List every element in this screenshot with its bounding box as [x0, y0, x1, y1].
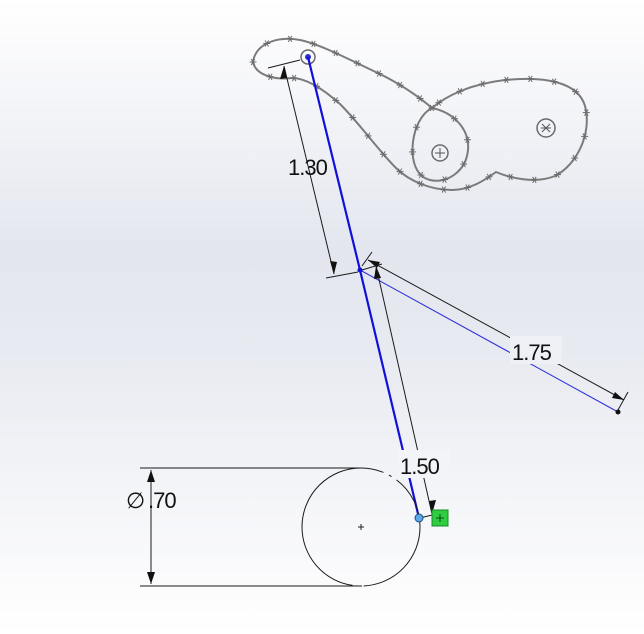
- pivot-right[interactable]: [536, 118, 556, 138]
- crank-circle[interactable]: [301, 467, 421, 587]
- trace-point-marker: [309, 40, 317, 48]
- dimension-label-1-30[interactable]: 1.30: [288, 155, 329, 180]
- trace-point-marker: [364, 132, 372, 140]
- trace-point-marker: [409, 148, 417, 156]
- trace-point-marker: [417, 180, 425, 188]
- trace-point-marker: [441, 176, 449, 183]
- trace-point-marker: [349, 114, 357, 121]
- dimension-label-1-50[interactable]: 1.50: [400, 454, 441, 479]
- trace-point-marker: [507, 173, 515, 181]
- trace-point-marker: [582, 109, 590, 116]
- arm-endpoint[interactable]: [615, 409, 621, 415]
- trace-point-marker: [530, 176, 538, 184]
- trace-point-marker: [485, 173, 493, 181]
- trace-point-marker: [290, 74, 298, 82]
- trace-point-marker: [286, 35, 294, 43]
- trace-point-marker: [396, 168, 404, 175]
- trace-point-marker: [413, 123, 421, 131]
- pivot-center[interactable]: [431, 144, 449, 162]
- trace-point-marker: [581, 133, 589, 140]
- trace-curve[interactable]: [249, 35, 590, 193]
- trace-point-marker: [479, 80, 487, 88]
- link-arm[interactable]: [359, 269, 619, 413]
- fixed-constraint-marker[interactable]: [431, 509, 449, 527]
- trace-point-marker: [332, 49, 340, 57]
- trace-point-marker: [332, 97, 340, 104]
- trace-point-marker: [375, 70, 383, 77]
- trace-point-marker: [554, 171, 562, 178]
- trace-point-marker: [249, 58, 257, 66]
- link-lower[interactable]: [358, 269, 421, 519]
- trace-point-marker: [571, 154, 579, 162]
- crank-joint[interactable]: [414, 513, 424, 523]
- trace-point-marker: [428, 104, 436, 112]
- trace-point-marker: [451, 115, 459, 122]
- trace-point-marker: [440, 186, 448, 193]
- trace-point-marker: [550, 78, 558, 85]
- dimension-label-diameter[interactable]: .70: [148, 488, 177, 513]
- trace-point-marker: [572, 88, 580, 95]
- trace-point-marker: [460, 160, 468, 168]
- joint-point[interactable]: [357, 267, 363, 273]
- link-upper[interactable]: [306, 56, 362, 271]
- trace-point-marker: [435, 99, 443, 106]
- dimension-1-75[interactable]: 1.75: [361, 251, 629, 411]
- dimension-label-1-75[interactable]: 1.75: [512, 340, 553, 365]
- trace-curve-outer[interactable]: [251, 37, 588, 192]
- trace-point-marker: [502, 76, 510, 84]
- trace-point-marker: [396, 81, 404, 89]
- dimension-diameter-70[interactable]: ∅ .70: [126, 467, 362, 587]
- dimension-1-30[interactable]: 1.30: [267, 59, 359, 279]
- trace-point-marker: [463, 136, 471, 144]
- trace-point-marker: [417, 171, 425, 179]
- trace-point-marker: [263, 40, 271, 47]
- dimension-1-50[interactable]: 1.50: [361, 263, 450, 519]
- trace-point-marker: [379, 151, 387, 158]
- trace-point-marker: [353, 59, 361, 67]
- trace-point-marker: [266, 73, 274, 81]
- trace-point-marker: [526, 75, 534, 83]
- trace-point-marker: [416, 95, 424, 102]
- diameter-symbol: ∅: [126, 488, 144, 513]
- trace-point-marker: [456, 88, 464, 95]
- trace-point-marker: [464, 184, 472, 191]
